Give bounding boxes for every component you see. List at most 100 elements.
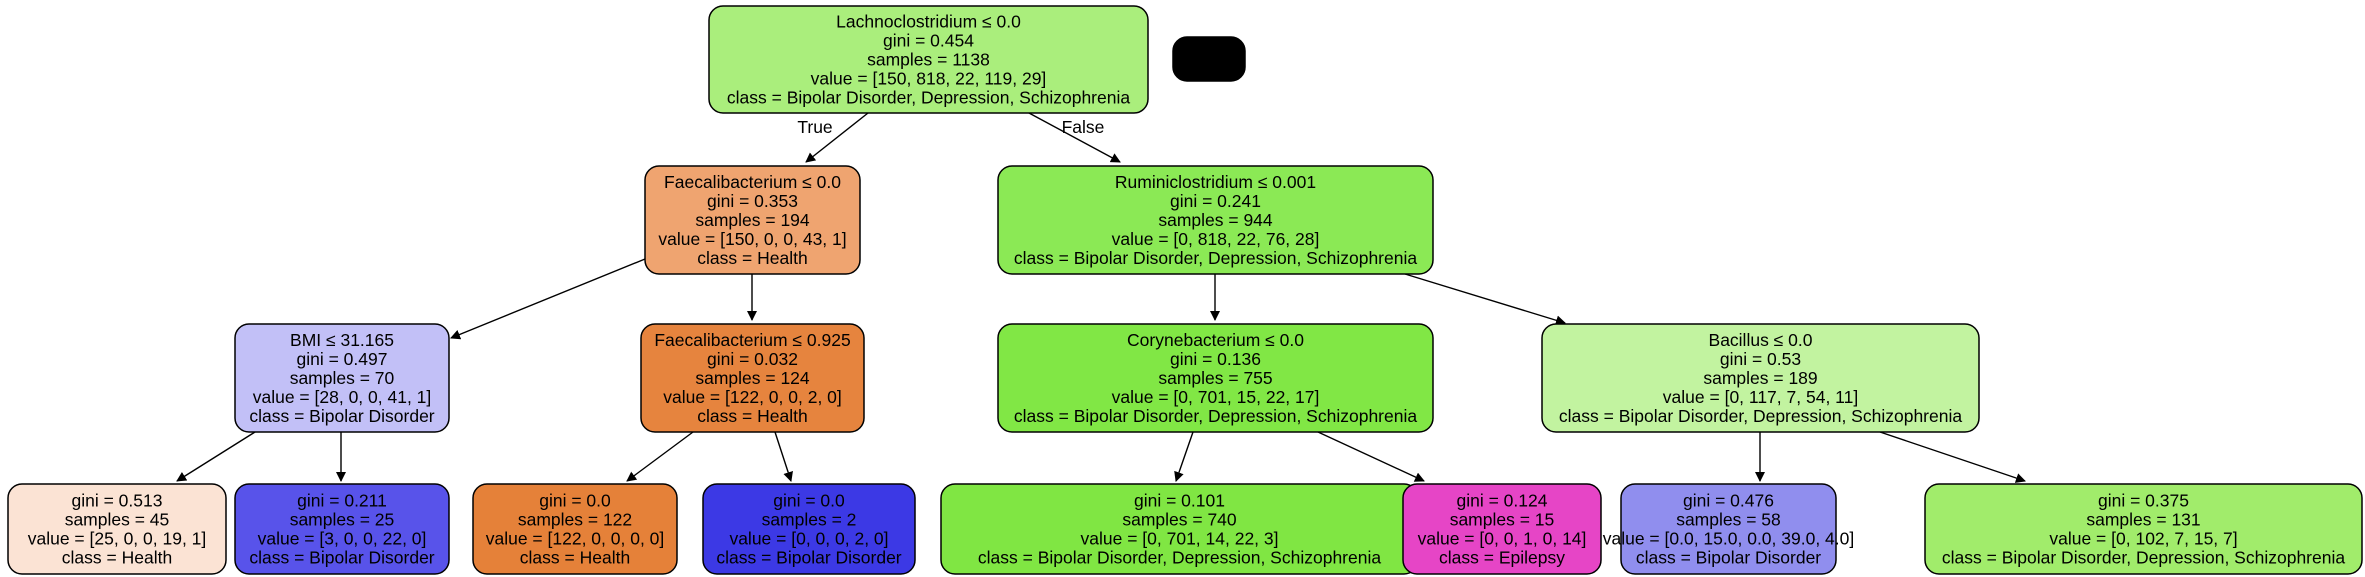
node-text-line: class = Epilepsy [1439,548,1565,568]
node-text-line: gini = 0.032 [707,349,798,369]
node-text-line: class = Bipolar Disorder, Depression, Sc… [1014,248,1417,268]
edge-n2-n6 [1404,273,1566,326]
node-text-line: class = Health [697,406,807,426]
node-text-line: value = [0, 701, 14, 22, 3] [1081,529,1279,549]
node-text-line: value = [150, 0, 0, 43, 1] [658,229,846,249]
edge-line [176,431,256,482]
node-text-line: value = [28, 0, 0, 41, 1] [253,387,432,407]
edge-line [1879,431,2026,483]
edge-line [626,431,694,482]
node-text-line: gini = 0.353 [707,191,798,211]
node-text-line: gini = 0.53 [1720,349,1801,369]
node-box [997,323,1434,433]
node-text-line: class = Bipolar Disorder, Depression, Sc… [1942,548,2345,568]
edge-n0-n1: True [797,112,869,163]
node-text-line: Faecalibacterium ≤ 0.0 [664,172,841,192]
node-box [1541,323,1980,433]
node-text-line: gini = 0.124 [1457,491,1548,511]
node-box [997,165,1434,275]
node-text-line: value = [0, 0, 0, 2, 0] [729,529,888,549]
node-text-line: value = [25, 0, 0, 19, 1] [28,529,207,549]
node-text-line: samples = 70 [290,368,395,388]
node-text-line: samples = 131 [2086,510,2200,530]
node-text-line: samples = 194 [695,210,810,230]
node-text-line: class = Health [520,548,630,568]
edge-n0-n2: False [1028,112,1121,163]
edge-label: False [1062,117,1105,137]
edge-n4-n9 [626,431,694,482]
node-text-line: value = [0, 818, 22, 76, 28] [1112,229,1320,249]
node-text-line: gini = 0.476 [1683,491,1774,511]
node-text-line: Bacillus ≤ 0.0 [1709,330,1813,350]
edge-label: True [797,117,832,137]
node-text-line: samples = 2 [762,510,857,530]
node-text-line: class = Bipolar Disorder [249,406,434,426]
edge-line [805,112,869,163]
edge-line [774,431,793,482]
node-text-line: samples = 189 [1703,368,1817,388]
node-text-line: Corynebacterium ≤ 0.0 [1127,330,1304,350]
node-text-line: value = [122, 0, 0, 2, 0] [663,387,842,407]
node-text-line: samples = 944 [1158,210,1273,230]
node-text-line: Faecalibacterium ≤ 0.925 [654,330,850,350]
node-box [644,165,861,275]
node-text-line: class = Bipolar Disorder, Depression, Sc… [1559,406,1962,426]
node-text-line: Lachnoclostridium ≤ 0.0 [836,12,1021,32]
node-box [234,483,450,575]
node-text-line: Ruminiclostridium ≤ 0.001 [1115,172,1316,192]
node-text-line: samples = 45 [65,510,170,530]
node-text-line: samples = 15 [1450,510,1555,530]
node-text-line: value = [0, 0, 1, 0, 14] [1418,529,1587,549]
node-text-line: gini = 0.101 [1134,491,1225,511]
node-box [1402,483,1602,575]
node-text-line: samples = 124 [695,368,810,388]
node-text-line: BMI ≤ 31.165 [290,330,394,350]
node-text-line: gini = 0.211 [297,491,387,511]
edge-line [1028,112,1121,163]
node-text-line: gini = 0.136 [1170,349,1261,369]
node-text-line: class = Bipolar Disorder [716,548,901,568]
node-text-line: gini = 0.241 [1170,191,1261,211]
node-box [640,323,865,433]
edge-n1-n3 [450,258,646,340]
node-text-line: class = Bipolar Disorder, Depression, Sc… [1014,406,1417,426]
edge-n5-n11 [1174,431,1194,482]
node-text-line: value = [122, 0, 0, 0, 0] [486,529,665,549]
node-text-line: samples = 740 [1122,510,1237,530]
node-box [7,483,227,575]
node-text-line: value = [0.0, 15.0, 0.0, 39.0, 4.0] [1603,529,1855,549]
edge-line [1404,273,1566,326]
edge-line [1174,431,1194,482]
node-text-line: gini = 0.0 [539,491,611,511]
node-text-line: value = [0, 102, 7, 15, 7] [2049,529,2237,549]
node-text-line: gini = 0.513 [72,491,163,511]
node-text-line: samples = 25 [290,510,395,530]
node-box [1924,483,2363,575]
node-box [1172,36,1246,82]
node-text-line: gini = 0.454 [883,31,974,51]
node-text-line: class = Health [697,248,807,268]
node-text-line: value = [0, 117, 7, 54, 11] [1663,387,1858,407]
node-text-line: class = Health [62,548,172,568]
node-box [708,5,1149,114]
node-text-line: value = [150, 818, 22, 119, 29] [811,69,1047,89]
edge-n5-n12 [1317,431,1425,482]
node-text-line: value = [0, 701, 15, 22, 17] [1112,387,1320,407]
edge-line [450,258,646,340]
edge-n6-n14 [1879,431,2026,483]
node-text-line: value = [3, 0, 0, 22, 0] [258,529,427,549]
legend-box [1172,36,1246,82]
